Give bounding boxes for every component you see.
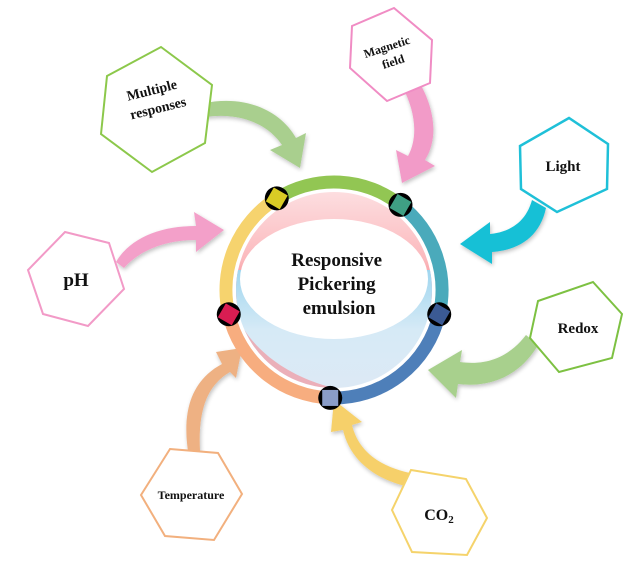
center-ring [219,175,449,405]
stimulus-temperature: Temperature [139,447,244,542]
label-co2-main: CO [424,507,448,524]
ring-segment-green [273,175,405,211]
label-light: Light [545,159,580,175]
center-title-line-1: Responsive [291,250,382,271]
label-ph: pH [63,270,89,291]
ring-node-lavender-node [318,385,343,410]
ring-segment-yellow [219,192,281,316]
ring-node-yellow-node [264,186,289,211]
ring-node-navy-node [427,302,452,327]
ring-segment-teal [396,199,449,316]
hexagon-magnetic-field [348,6,434,103]
stimulus-redox: Redox [528,280,624,374]
arrow-co2 [331,400,410,487]
stimulus-ph: pH [26,230,126,328]
stimulus-magnetic-field: Magnetic field [348,6,434,103]
arrow-multiple-responses [205,100,306,168]
arrows [116,80,546,487]
center-title: Responsive Pickering emulsion [291,250,387,319]
node-square [322,389,339,406]
arrow-ph [116,212,224,268]
center-ellipse [240,219,428,339]
label-magnetic-field-line-2: field [380,51,406,71]
hexagon-co2 [390,468,489,557]
hexagon-ph [26,230,126,328]
label-co2-subscript: 2 [448,514,454,526]
center-title-line-3: emulsion [303,298,376,319]
arrow-magnetic-field [396,80,435,183]
ring-node-green-node [388,192,413,217]
node-square [389,193,412,216]
ring-node-crimson-node [216,302,241,327]
stimulus-multiple-responses: Multiple responses [99,45,214,174]
hexagon-light [518,116,610,214]
node-square [428,303,451,326]
arrow-temperature [186,348,242,451]
stimulus-co2: CO2 [390,468,489,557]
label-redox: Redox [558,321,599,337]
hexagon-temperature [139,447,244,542]
hexagon-multiple-responses [99,45,214,174]
center-title-line-2: Pickering [298,274,377,295]
node-square [217,303,240,326]
label-temperature: Temperature [158,488,225,502]
arrow-light [460,200,546,264]
stimulus-light: Light [518,116,610,214]
label-co2: CO2 [424,507,454,526]
node-square [265,187,288,210]
ring-segment-orange [222,312,331,405]
hexagon-redox [528,280,624,374]
ring-segment-blue [330,312,446,405]
arrow-redox [428,335,538,398]
